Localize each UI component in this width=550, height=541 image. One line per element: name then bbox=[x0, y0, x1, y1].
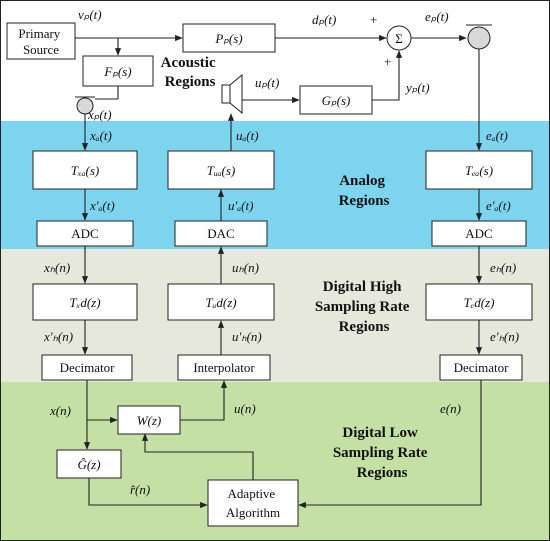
dac-label: DAC bbox=[207, 226, 234, 241]
Pp-label: Pₚ(s) bbox=[214, 31, 242, 46]
Tua-block bbox=[167, 150, 275, 190]
Tud-block bbox=[167, 283, 275, 321]
Tea-label: Tₑₐ(s) bbox=[465, 163, 493, 178]
Ted-block bbox=[425, 283, 533, 321]
signal-rhat: r̂(n) bbox=[130, 482, 150, 497]
W-label: W(z) bbox=[137, 413, 162, 428]
Ted-label: Tₑd(z) bbox=[464, 295, 495, 310]
adaptive-line1: Adaptive bbox=[228, 486, 276, 501]
region-analog-line2: Regions bbox=[339, 193, 390, 209]
decimator-left-label: Decimator bbox=[60, 360, 116, 375]
region-label-digital-low: Digital Low Sampling Rate Regions bbox=[333, 425, 431, 481]
region-dl-line1: Digital Low bbox=[342, 425, 418, 441]
wire-Ghat-to-adaptive bbox=[88, 478, 208, 509]
interpolator-label: Interpolator bbox=[193, 360, 255, 375]
signal-eh-prime: e′ₕ(n) bbox=[490, 329, 519, 344]
adaptive-line2: Algorithm bbox=[226, 505, 280, 520]
region-acoustic-line1: Acoustic bbox=[161, 55, 216, 71]
signal-xp: xₚ(t) bbox=[87, 107, 112, 122]
W-block bbox=[117, 405, 181, 435]
Tea-block bbox=[425, 150, 533, 190]
Ghat-label: Ĝ(z) bbox=[77, 457, 100, 472]
region-dl-line2: Sampling Rate bbox=[333, 445, 428, 461]
signal-ua-prime: u′ₐ(t) bbox=[228, 198, 253, 213]
adaptive-algorithm-label: Adaptive Algorithm bbox=[226, 486, 280, 520]
region-label-acoustic: Acoustic Regions bbox=[161, 55, 220, 90]
signal-ep: eₚ(t) bbox=[425, 9, 449, 24]
region-label-analog: Analog Regions bbox=[339, 173, 390, 209]
Fp-label: Fₚ(s) bbox=[103, 64, 131, 79]
signal-x: x(n) bbox=[49, 403, 71, 418]
signal-xh-prime: x′ₕ(n) bbox=[43, 329, 73, 344]
region-dh-line3: Regions bbox=[339, 319, 390, 335]
decimator-left-block bbox=[41, 354, 133, 381]
signal-uh: uₕ(n) bbox=[232, 260, 259, 275]
signal-xh: xₕ(n) bbox=[43, 260, 70, 275]
Txd-label: Tₓd(z) bbox=[69, 295, 100, 310]
Pp-block bbox=[182, 23, 276, 53]
primary-source-label: Primary Source bbox=[18, 26, 63, 57]
region-label-digital-high: Digital High Sampling Rate Regions bbox=[315, 279, 413, 335]
decimator-right-label: Decimator bbox=[454, 360, 510, 375]
adaptive-algorithm-block bbox=[207, 479, 299, 527]
loudspeaker-icon bbox=[221, 73, 243, 115]
Txa-label: Tₓₐ(s) bbox=[71, 163, 99, 178]
Tud-label: Tᵤd(z) bbox=[205, 295, 236, 310]
adc-left-label: ADC bbox=[71, 226, 98, 241]
primary-source-block bbox=[6, 22, 76, 60]
signal-eh: eₕ(n) bbox=[490, 260, 516, 275]
region-dh-line2: Sampling Rate bbox=[315, 299, 410, 315]
signal-uh-prime: u′ₕ(n) bbox=[232, 329, 262, 344]
Fp-block bbox=[82, 55, 154, 87]
signal-e: e(n) bbox=[440, 401, 461, 416]
region-acoustic-line2: Regions bbox=[165, 74, 216, 90]
signal-xa: xₐ(t) bbox=[89, 128, 112, 143]
signal-ea-prime: e′ₐ(t) bbox=[486, 198, 511, 213]
primary-source-line2: Source bbox=[23, 42, 59, 57]
signal-dp: dₚ(t) bbox=[312, 12, 336, 27]
sum-symbol: Σ bbox=[395, 31, 403, 46]
signal-u: u(n) bbox=[234, 401, 256, 416]
adc-right-label: ADC bbox=[465, 226, 492, 241]
Ghat-block bbox=[56, 449, 122, 479]
Tua-label: Tᵤₐ(s) bbox=[207, 163, 236, 178]
region-analog-line1: Analog bbox=[339, 173, 385, 189]
wire-Gp-to-sum bbox=[372, 50, 403, 101]
signal-up: uₚ(t) bbox=[255, 75, 279, 90]
Gp-label: Gₚ(s) bbox=[322, 93, 351, 108]
Txd-block bbox=[32, 283, 138, 321]
signal-vp: vₚ(t) bbox=[78, 7, 102, 22]
adc-right-block bbox=[431, 220, 527, 247]
error-microphone-icon bbox=[467, 26, 491, 50]
Txa-block bbox=[32, 150, 138, 190]
region-dh-line1: Digital High bbox=[323, 279, 402, 295]
interpolator-block bbox=[177, 354, 271, 381]
wire-e-to-adaptive bbox=[298, 380, 482, 509]
primary-source-line1: Primary bbox=[18, 26, 60, 41]
sum-plus-bottom: + bbox=[384, 54, 391, 69]
wire-W-to-interp bbox=[180, 380, 228, 421]
signal-ua: uₐ(t) bbox=[236, 128, 259, 143]
wire-adaptation-arrow bbox=[141, 433, 254, 480]
signal-yp: yₚ(t) bbox=[404, 80, 430, 95]
signal-ea: eₐ(t) bbox=[486, 128, 508, 143]
signal-xa-prime: x′ₐ(t) bbox=[89, 198, 115, 213]
sum-plus-top: + bbox=[370, 12, 377, 27]
Gp-block bbox=[299, 85, 373, 115]
dac-block bbox=[174, 220, 268, 247]
region-dl-line3: Regions bbox=[357, 465, 408, 481]
